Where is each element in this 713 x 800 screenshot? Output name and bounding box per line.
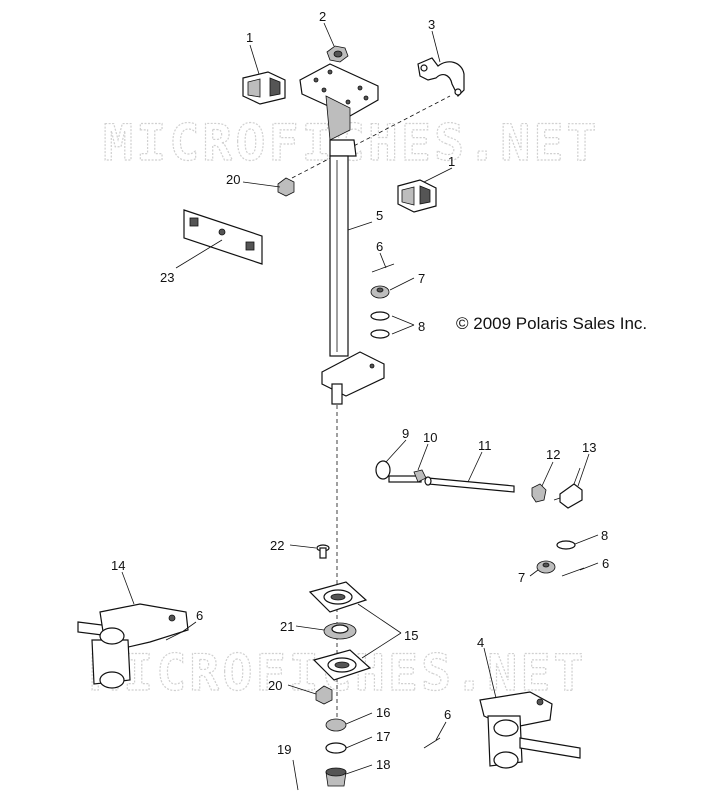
callout-9: 9 [402,426,409,441]
callout-2: 2 [319,9,326,24]
callout-21: 21 [280,619,294,634]
mounting-plate [183,209,263,265]
callouts: 1 2 3 1 20 5 23 6 7 8 9 10 11 12 13 8 7 … [111,9,609,772]
callout-17: 17 [376,729,390,744]
leader-lines [121,22,599,775]
callout-14: 14 [111,558,125,573]
callout-3: 3 [428,17,435,32]
seal [325,718,347,732]
cotter-pin-lower-vertical [292,759,299,791]
callout-5: 5 [376,208,383,223]
callout-20-lower: 20 [268,678,282,693]
cotter-pin-upper [371,263,395,273]
bearing-flange-upper [308,581,368,613]
steering-post [299,63,385,405]
flange-nut-upper [277,177,295,197]
callout-6-right: 6 [602,556,609,571]
tie-rod [424,476,515,493]
washer-upper-b [370,329,390,339]
bushing-half-upper [242,71,286,105]
callout-7-upper: 7 [418,271,425,286]
callout-7-right: 7 [518,570,525,585]
callout-6-lower: 6 [444,707,451,722]
bearing [323,622,357,640]
cotter-pin-right [561,567,585,577]
callout-19: 19 [277,742,291,757]
castle-nut-upper [370,285,390,299]
washer-right [556,540,576,550]
callout-8-right: 8 [601,528,608,543]
castle-nut-lower [325,767,347,787]
tie-rod-end-left [375,460,422,483]
callout-4: 4 [477,635,484,650]
callout-23: 23 [160,270,174,285]
castle-nut-right [536,560,556,574]
callout-16: 16 [376,705,390,720]
bushing-half-lower [397,179,437,213]
washer-lower [325,742,347,754]
spindle-left [77,603,189,689]
spindle-right [479,691,581,769]
callout-22: 22 [270,538,284,553]
steering-clamp [417,57,465,98]
callout-12: 12 [546,447,560,462]
callout-11: 11 [478,438,492,453]
callout-15: 15 [404,628,418,643]
washer-upper-a [370,311,390,321]
callout-1-lower: 1 [448,154,455,169]
callout-1-upper: 1 [246,30,253,45]
tie-rod-end-right [553,467,583,509]
pivot-pin [316,544,330,559]
tie-rod-nut [531,483,547,503]
callout-6-upper: 6 [376,239,383,254]
callout-6-left: 6 [196,608,203,623]
cotter-pin-right-lower [423,737,441,749]
upper-mount-dashed-line [291,95,451,179]
callout-10: 10 [423,430,437,445]
callout-13: 13 [582,440,596,455]
top-nut [326,45,349,63]
callout-20-upper: 20 [226,172,240,187]
callout-8-upper: 8 [418,319,425,334]
bearing-flange-lower [312,649,372,681]
callout-18: 18 [376,757,390,772]
flange-nut-lower [315,685,333,705]
copyright-notice: © 2009 Polaris Sales Inc. [456,314,647,333]
